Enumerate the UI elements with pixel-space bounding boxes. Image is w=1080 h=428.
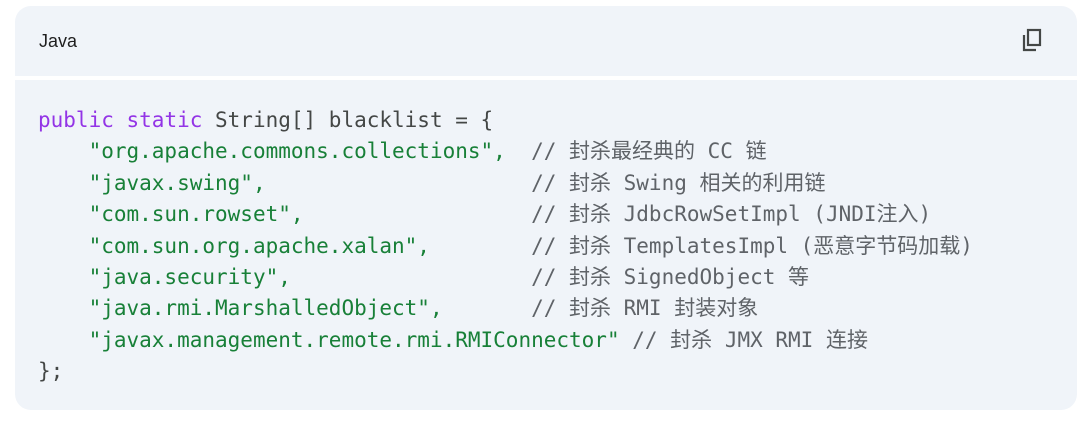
string-literal: "javax.management.remote.rmi.RMIConnecto… [88,327,620,352]
code-block: public static String[] blacklist = { "or… [15,80,1077,410]
string-literal: "com.sun.org.apache.xalan", [88,233,430,258]
string-literal: "org.apache.commons.collections", [88,139,506,164]
copy-icon [1022,28,1042,52]
code-line: "org.apache.commons.collections", // 封杀最经… [38,139,767,163]
declaration: String[] blacklist = { [202,108,494,132]
code-line-close: }; [38,359,64,384]
comment: // 封杀 RMI 封装对象 [531,296,759,321]
string-literal: "com.sun.rowset", [88,202,304,227]
comment: // 封杀 JMX RMI 连接 [632,327,868,352]
code-line: "javax.management.remote.rmi.RMIConnecto… [38,328,868,352]
string-literal: "java.security", [88,265,291,290]
code-line: "java.security", // 封杀 SignedObject 等 [38,265,809,289]
string-literal: "java.rmi.MarshalledObject", [88,296,443,321]
comment: // 封杀 JdbcRowSetImpl (JNDI注入) [531,202,932,227]
copy-button[interactable] [1021,28,1045,54]
language-label: Java [39,31,78,51]
keyword: static [126,108,203,132]
code-content: public static String[] blacklist = { "or… [38,105,973,388]
code-line: "com.sun.rowset", // 封杀 JdbcRowSetImpl (J… [38,202,932,227]
code-line: "com.sun.org.apache.xalan", // 封杀 Templat… [38,234,973,258]
keyword: public [38,108,114,132]
code-line: "java.rmi.MarshalledObject", // 封杀 RMI 封装… [38,296,759,321]
comment: // 封杀最经典的 CC 链 [531,139,767,164]
comment: // 封杀 SignedObject 等 [531,265,810,290]
comment: // 封杀 TemplatesImpl (恶意字节码加载) [531,233,973,258]
code-line-declaration: public static String[] blacklist = { [38,108,493,132]
string-literal: "javax.swing", [88,170,266,195]
comment: // 封杀 Swing 相关的利用链 [531,170,826,195]
code-block-header: Java [15,6,1077,76]
code-line: "javax.swing", // 封杀 Swing 相关的利用链 [38,171,826,195]
